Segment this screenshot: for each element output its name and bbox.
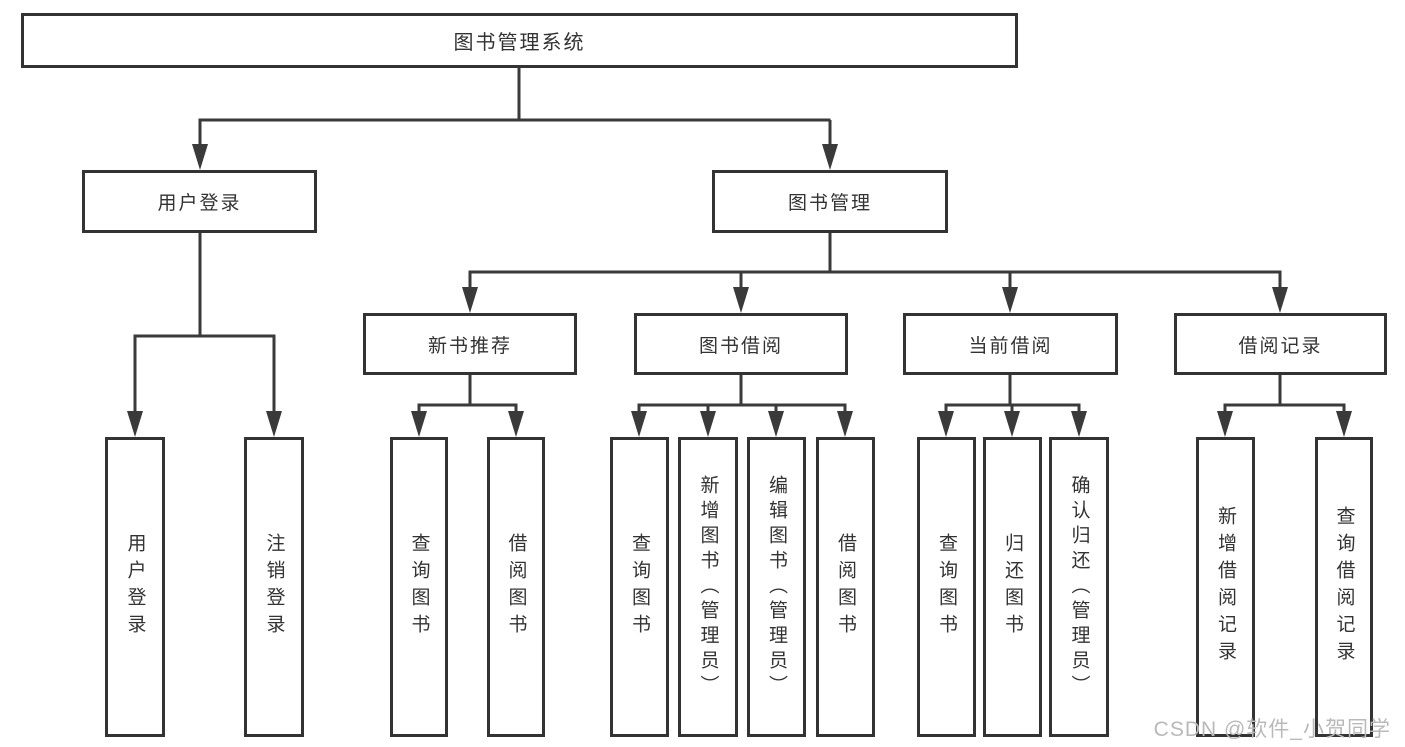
- leaf-query-books-borrow: 查询图书: [610, 437, 669, 737]
- leaf-logout: 注销登录: [244, 437, 304, 737]
- leaf-confirm-return-admin: 确认归还（管理员）: [1049, 437, 1109, 737]
- node-borrow-records: 借阅记录: [1174, 313, 1387, 375]
- leaf-return-book: 归还图书: [983, 437, 1042, 737]
- leaf-add-book-admin: 新增图书（管理员）: [678, 437, 738, 737]
- leaf-borrow-books: 借阅图书: [816, 437, 875, 737]
- node-root-system: 图书管理系统: [21, 13, 1018, 68]
- node-current-borrow: 当前借阅: [903, 313, 1118, 375]
- leaf-query-borrow-record: 查询借阅记录: [1315, 437, 1373, 737]
- node-book-management: 图书管理: [712, 170, 948, 233]
- leaf-query-books-current: 查询图书: [917, 437, 976, 737]
- leaf-query-books-recommend: 查询图书: [390, 437, 448, 737]
- arrowheads: [127, 144, 1352, 437]
- leaf-edit-book-admin: 编辑图书（管理员）: [747, 437, 806, 737]
- leaf-borrow-books-recommend: 借阅图书: [487, 437, 545, 737]
- leaf-user-login: 用户登录: [105, 437, 165, 737]
- node-user-login: 用户登录: [82, 170, 317, 233]
- node-new-book-recommend: 新书推荐: [363, 313, 577, 375]
- leaf-add-borrow-record: 新增借阅记录: [1196, 437, 1255, 737]
- node-book-borrow: 图书借阅: [634, 313, 848, 375]
